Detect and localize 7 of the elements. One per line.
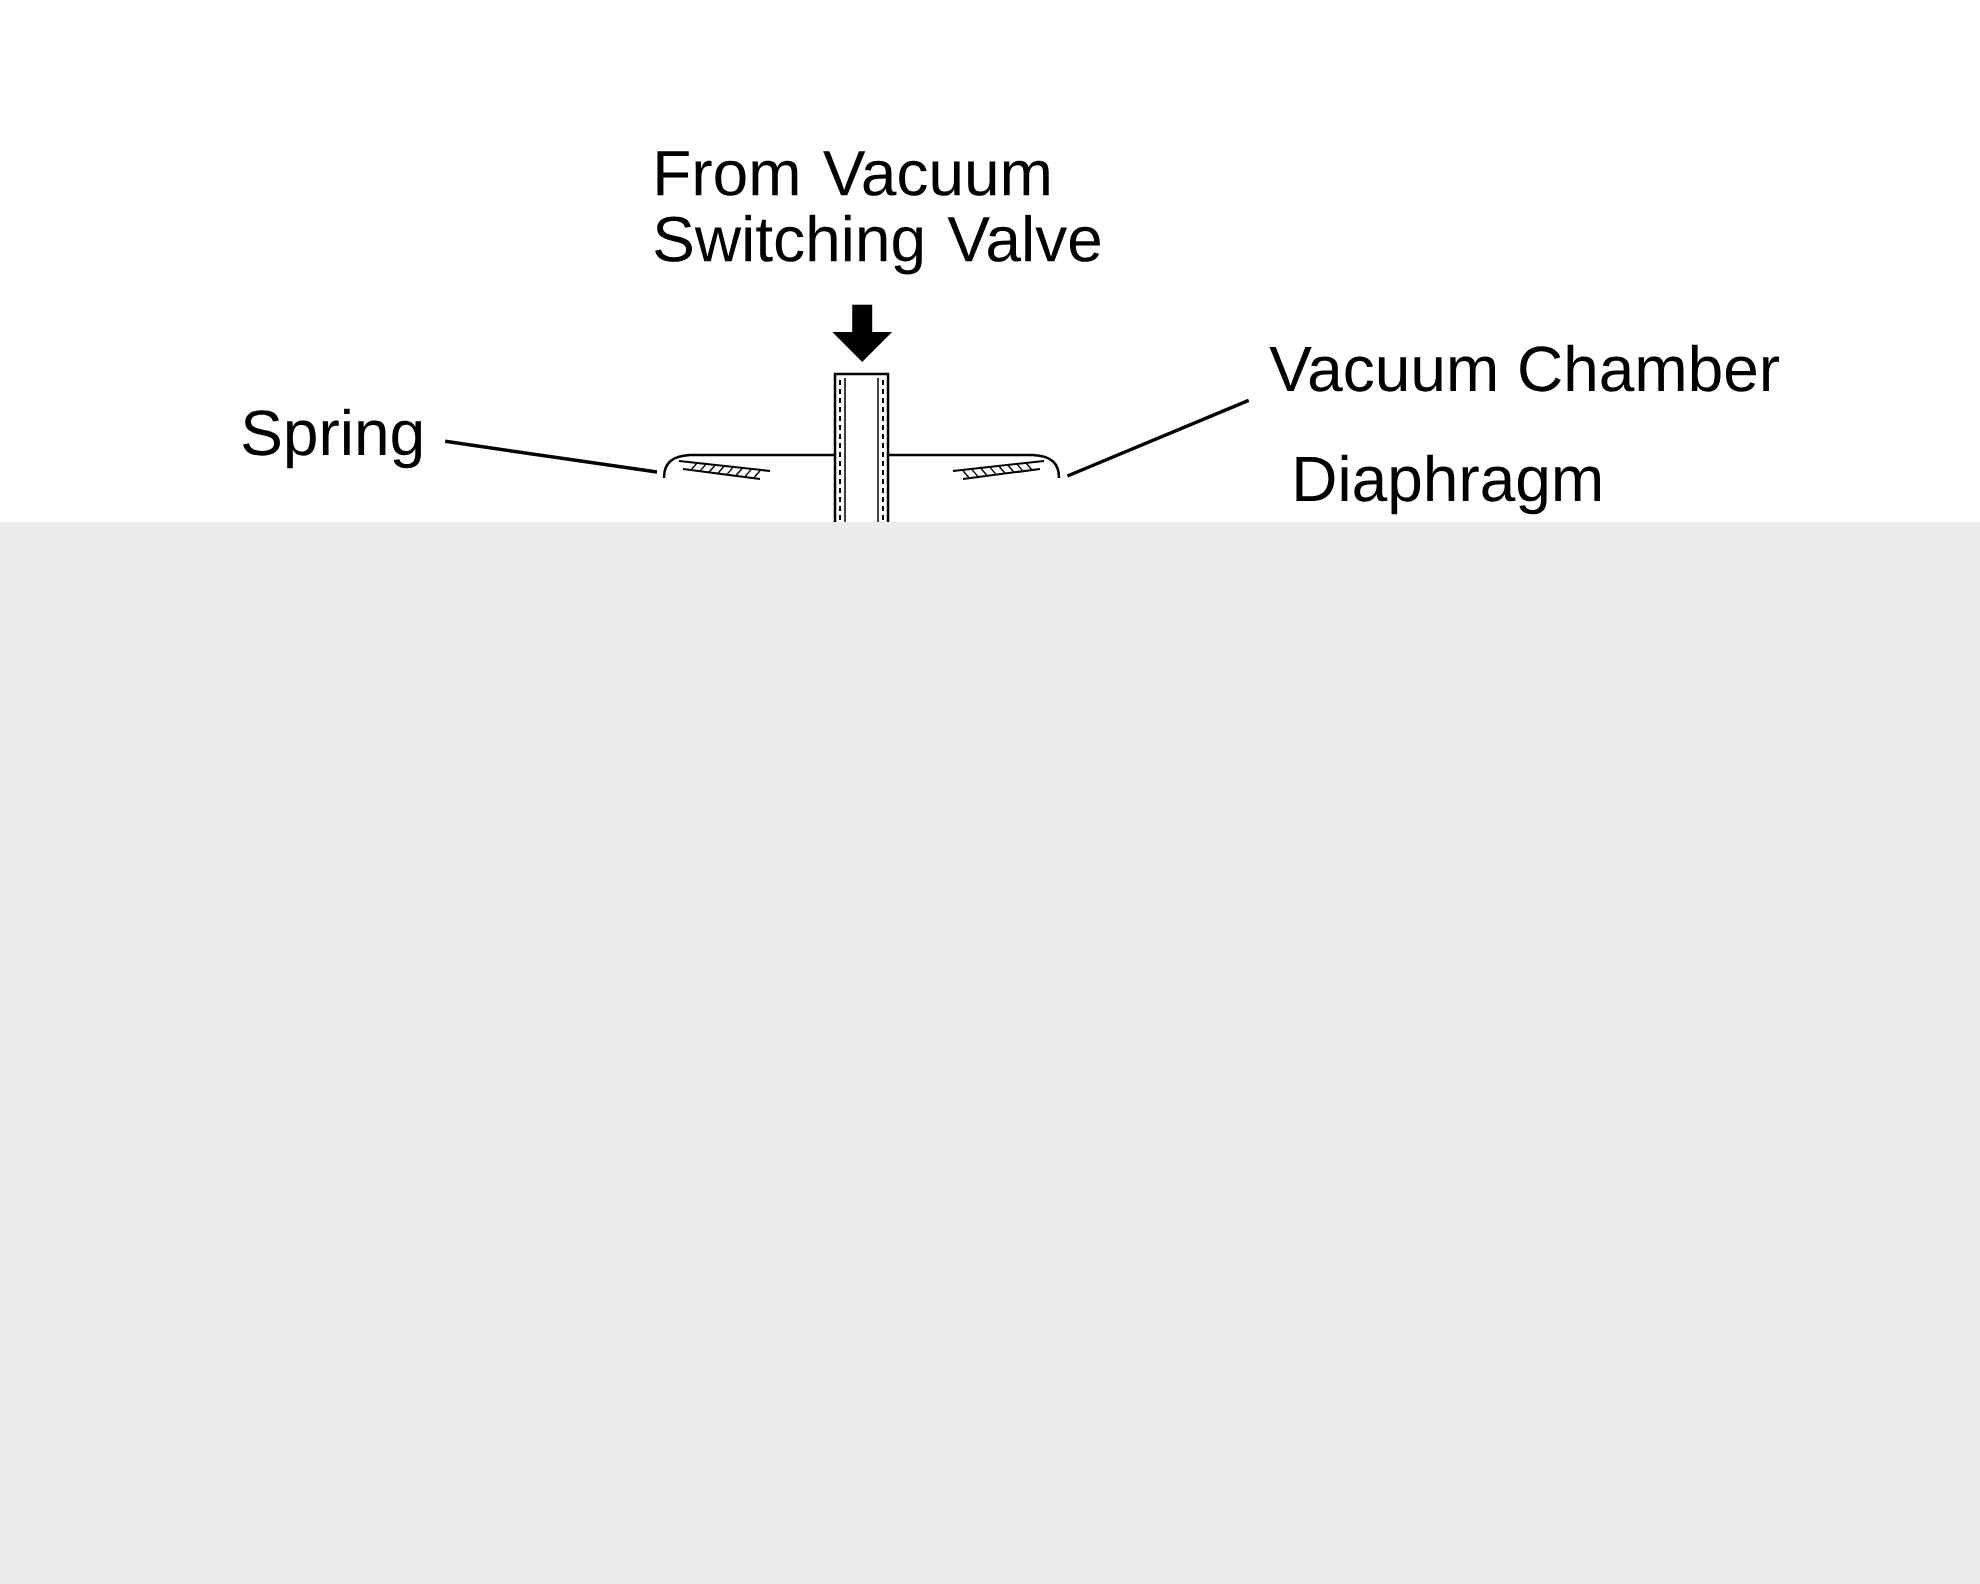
part-label: Vacuum Chamber: [1269, 344, 1780, 392]
source-label: From Vacuum Switching Valve: [655, 151, 1100, 275]
part-label: Spring: [243, 408, 422, 469]
leader-line: [444, 439, 658, 474]
actuator-drawing: [662, 372, 1061, 523]
part-label: Diaphragm: [1296, 454, 1600, 515]
leader-line: [1066, 398, 1250, 478]
